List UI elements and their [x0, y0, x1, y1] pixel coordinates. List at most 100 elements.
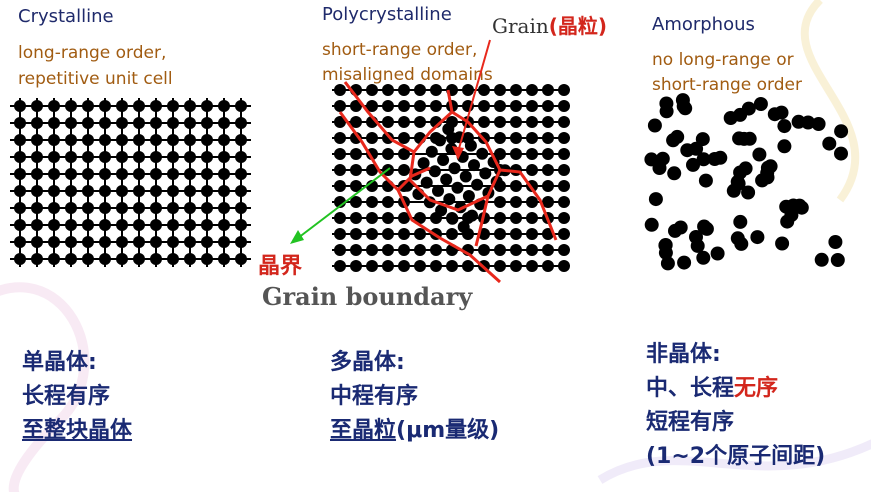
atom	[510, 84, 522, 96]
atom	[414, 84, 426, 96]
atom	[558, 260, 570, 272]
atom	[334, 116, 346, 128]
note-poly-line1: 多晶体:	[330, 350, 405, 375]
atom	[150, 117, 162, 129]
atom	[510, 100, 522, 112]
atom	[382, 100, 394, 112]
atom	[464, 139, 477, 152]
crystalline-desc-line1: long-range order,	[18, 43, 167, 63]
note-polycrystal: 多晶体: 中程有序 至晶粒(μm量级)	[330, 346, 499, 448]
atom	[334, 212, 346, 224]
atom	[184, 100, 196, 112]
atom	[150, 100, 162, 112]
atom	[14, 151, 26, 163]
atom	[510, 148, 522, 160]
atom	[510, 212, 522, 224]
atom	[65, 151, 77, 163]
atom	[334, 84, 346, 96]
atom	[48, 202, 60, 214]
atom	[660, 256, 675, 271]
atom	[775, 236, 790, 251]
atom	[526, 164, 538, 176]
atom	[350, 228, 362, 240]
atom	[542, 164, 554, 176]
atom	[201, 117, 213, 129]
atom	[542, 84, 554, 96]
atom	[366, 164, 378, 176]
atom	[814, 252, 829, 267]
atom	[31, 168, 43, 180]
atom	[423, 196, 436, 209]
atom	[133, 202, 145, 214]
atom	[440, 173, 453, 186]
atom	[382, 212, 394, 224]
atom	[48, 236, 60, 248]
atom	[526, 260, 538, 272]
atom	[184, 202, 196, 214]
atom	[65, 185, 77, 197]
atom	[235, 185, 247, 197]
atom	[494, 260, 506, 272]
atom	[167, 219, 179, 231]
atom	[443, 193, 456, 206]
atom	[478, 116, 490, 128]
atom	[667, 166, 682, 181]
atom	[82, 236, 94, 248]
atom	[48, 151, 60, 163]
atom	[116, 117, 128, 129]
atom	[689, 230, 703, 244]
atom	[526, 100, 538, 112]
atom	[218, 134, 230, 146]
atom	[741, 101, 756, 116]
atom	[235, 151, 247, 163]
atom	[350, 260, 362, 272]
atom	[334, 244, 346, 256]
atom	[830, 253, 845, 267]
atom	[445, 142, 458, 155]
atom	[350, 164, 362, 176]
atom	[446, 228, 458, 240]
atom	[184, 185, 196, 197]
note-single-line2: 长程有序	[22, 384, 111, 409]
atom	[31, 202, 43, 214]
atom	[48, 134, 60, 146]
atom	[82, 134, 94, 146]
atom	[471, 178, 484, 191]
atom	[542, 100, 554, 112]
atom	[235, 236, 247, 248]
atom	[526, 84, 538, 96]
atom	[218, 202, 230, 214]
atom	[48, 100, 60, 112]
atom	[398, 260, 410, 272]
atom	[99, 168, 111, 180]
atom	[542, 260, 554, 272]
atom	[116, 253, 128, 265]
atom	[680, 143, 695, 158]
atom	[510, 180, 522, 192]
atom	[366, 260, 378, 272]
atom	[334, 148, 346, 160]
atom	[116, 185, 128, 197]
atom	[558, 228, 570, 240]
atom	[451, 181, 464, 194]
atom	[822, 136, 837, 151]
atom	[479, 167, 492, 180]
atom	[218, 100, 230, 112]
atom	[542, 148, 554, 160]
atom	[116, 219, 128, 231]
atom	[99, 236, 111, 248]
atom	[99, 151, 111, 163]
atom	[334, 180, 346, 192]
atom	[31, 100, 43, 112]
atom	[494, 148, 506, 160]
atom	[218, 185, 230, 197]
atom	[366, 244, 378, 256]
atom	[201, 236, 213, 248]
atom	[558, 180, 570, 192]
atom	[760, 170, 775, 185]
atom	[478, 84, 490, 96]
boundary-label-en: Grain boundary	[262, 282, 473, 311]
atom	[432, 184, 444, 197]
crystalline-title: Crystalline	[18, 6, 114, 27]
atom	[31, 185, 43, 197]
